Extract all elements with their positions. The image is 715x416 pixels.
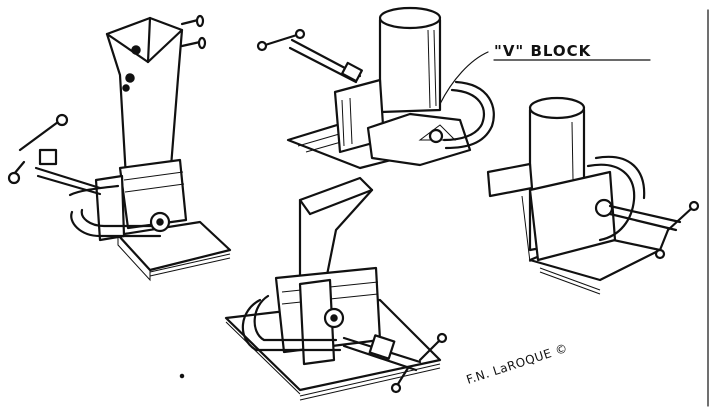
v-block-label: "V" BLOCK — [494, 42, 592, 60]
figure-v-block-clamp — [256, 6, 495, 170]
figure-angle-plate-clamp — [486, 96, 700, 295]
callout-leader — [439, 51, 489, 105]
figure-tall-board-clamp — [7, 14, 232, 282]
figure-short-board-clamp — [179, 176, 448, 401]
artist-signature: F.N. LaROQUE © — [465, 341, 570, 387]
